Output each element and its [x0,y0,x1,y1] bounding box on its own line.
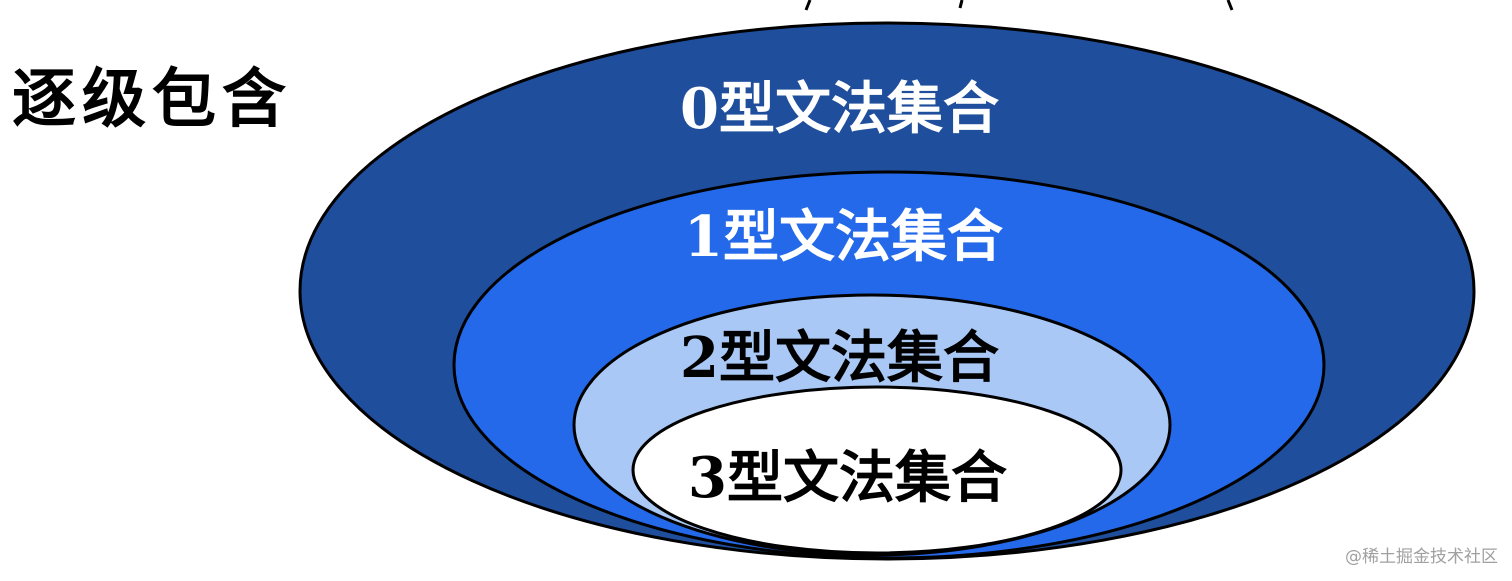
cropped-text-fragment [958,0,964,9]
watermark: @稀土掘金技术社区 [1345,547,1498,567]
label-type0: 0型文法集合 [680,76,999,142]
cropped-text-fragment [1226,0,1234,11]
diagram-title: 逐级包含 [12,62,292,137]
cropped-text-fragment [804,0,812,11]
ellipse-type3 [631,385,1123,555]
label-type2: 2型文法集合 [680,325,999,391]
label-type1: 1型文法集合 [684,204,1003,270]
set-type3 [631,385,1123,555]
label-type3: 3型文法集合 [688,445,1007,511]
